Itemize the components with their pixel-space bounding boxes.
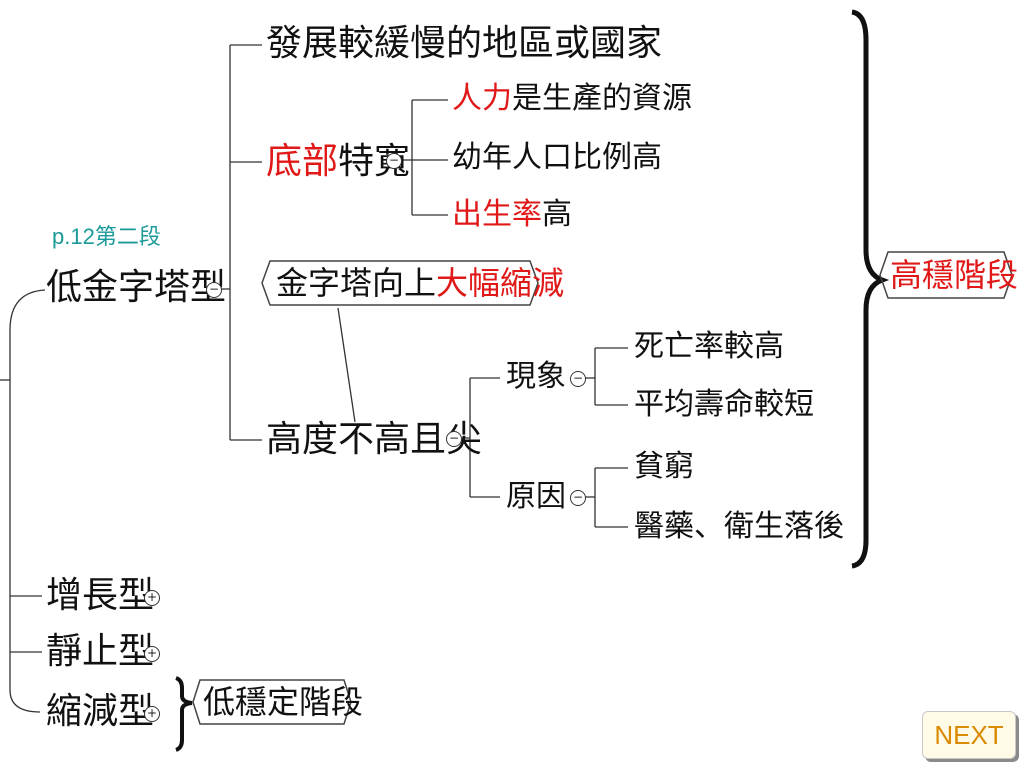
birth-black: 高: [542, 197, 572, 232]
high-stable-brace: [851, 9, 890, 569]
tag-low-stable: 低穩定階段: [203, 683, 364, 721]
node-growth[interactable]: 增長型: [46, 575, 155, 616]
node-short-lifespan[interactable]: 平均壽命較短: [634, 387, 814, 422]
expand-toggle-shrinking[interactable]: +: [144, 706, 160, 722]
birth-red: 出生率: [452, 197, 542, 232]
node-shrinking[interactable]: 縮減型: [46, 691, 155, 732]
collapse-toggle-low-pyramid[interactable]: −: [206, 282, 222, 298]
node-high-death-rate[interactable]: 死亡率較高: [634, 329, 784, 364]
page-reference: p.12第二段: [52, 224, 161, 249]
wide-base-red: 底部: [266, 141, 339, 182]
node-poor-medicine[interactable]: 醫藥、衛生落後: [634, 509, 844, 544]
node-poverty[interactable]: 貧窮: [634, 449, 694, 484]
node-labor-resource[interactable]: 人力是生產的資源: [452, 84, 692, 114]
callout-pyramid-shrinks: 金字塔向上大幅縮減: [276, 267, 564, 299]
node-slow-development[interactable]: 發展較緩慢的地區或國家: [266, 23, 663, 64]
collapse-toggle-phenomenon[interactable]: −: [570, 371, 586, 387]
labor-red: 人力: [452, 81, 512, 116]
labor-black: 是生產的資源: [512, 81, 692, 116]
expand-toggle-stationary[interactable]: +: [144, 646, 160, 662]
node-youth-ratio[interactable]: 幼年人口比例高: [452, 143, 662, 173]
low-stable-brace: [175, 676, 193, 752]
node-birth-rate[interactable]: 出生率高: [452, 200, 572, 230]
callout-red: 大幅縮減: [436, 264, 565, 302]
next-button[interactable]: NEXT: [922, 711, 1016, 759]
collapse-toggle-short-sharp[interactable]: −: [446, 431, 462, 447]
node-phenomenon[interactable]: 現象: [506, 359, 566, 394]
expand-toggle-growth[interactable]: +: [144, 590, 160, 606]
node-cause[interactable]: 原因: [506, 479, 566, 514]
node-low-pyramid[interactable]: 低金字塔型: [46, 267, 227, 308]
tag-high-stable: 高穩階段: [890, 256, 1019, 294]
node-stationary[interactable]: 靜止型: [46, 631, 155, 672]
youth-black: 幼年人口比例高: [452, 140, 662, 175]
collapse-toggle-wide-base[interactable]: −: [386, 153, 402, 169]
collapse-toggle-cause[interactable]: −: [570, 490, 586, 506]
callout-black: 金字塔向上: [276, 264, 437, 302]
